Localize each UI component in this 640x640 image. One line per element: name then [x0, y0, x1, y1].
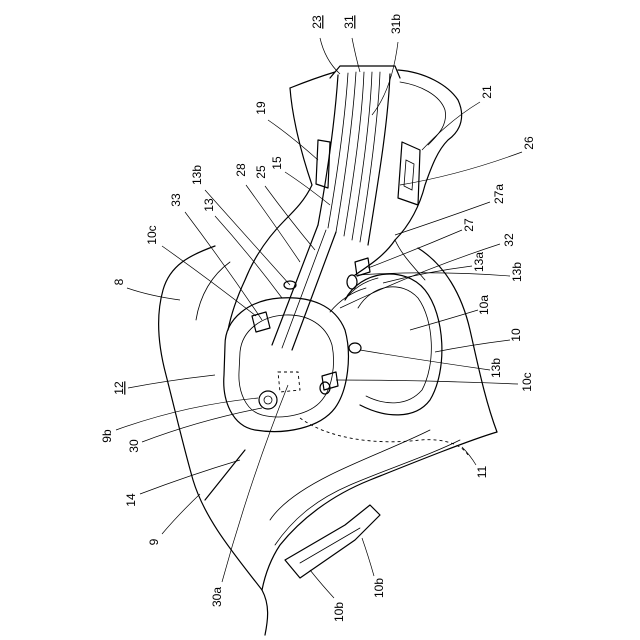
strip-10b [285, 505, 380, 578]
ref-numeral-10c: 10c [145, 225, 159, 244]
ref-numeral-10b: 10b [332, 602, 346, 622]
ref-numeral-31: 31 [342, 15, 356, 29]
leader-line-15 [285, 172, 330, 205]
leader-line-13b-c [360, 350, 490, 370]
ref-numeral-14: 14 [124, 493, 138, 507]
leader-line-31b [372, 42, 398, 115]
pivot-housing [224, 298, 349, 432]
pads-10c [252, 312, 338, 390]
ref-numeral-30: 30 [127, 439, 141, 453]
ref-numeral-13a: 13a [472, 252, 486, 272]
leader-line-10c-b [336, 380, 518, 384]
ref-numeral-8: 8 [112, 278, 126, 285]
ref-numeral-27: 27 [462, 218, 476, 232]
ref-numeral-10b: 10b [372, 578, 386, 598]
ref-numeral-10: 10 [509, 328, 523, 342]
ref-numeral-9: 9 [147, 538, 161, 545]
ref-numeral-19: 19 [254, 101, 268, 115]
ref-numeral-9b: 9b [100, 429, 114, 443]
leader-line-12 [128, 375, 215, 388]
ref-numeral-23: 23 [310, 15, 324, 29]
ref-numeral-12: 12 [112, 381, 126, 395]
leader-line-10c-a [162, 246, 256, 316]
ref-numeral-13b: 13b [510, 262, 524, 282]
ref-numeral-11: 11 [475, 465, 489, 478]
leader-line-33 [185, 212, 262, 320]
leader-line-26 [400, 152, 522, 185]
sole-lines [205, 430, 497, 590]
leader-line-30 [142, 408, 262, 442]
outer-body-outline [159, 246, 497, 635]
dashed-contour-11 [300, 418, 468, 455]
leader-line-13b-a [205, 190, 290, 285]
ref-numeral-10a: 10a [477, 295, 491, 315]
leader-line-10b-a [362, 538, 374, 576]
ref-numeral-13b: 13b [489, 358, 503, 378]
ref-numeral-25: 25 [254, 165, 268, 179]
leader-line-31 [352, 38, 360, 72]
ref-numeral-30a: 30a [210, 587, 224, 607]
reference-numerals: 23 31 31b 21 19 26 15 13b 28 25 27a 33 1… [100, 14, 536, 622]
leader-line-10b-b [310, 570, 334, 598]
leader-line-9 [162, 494, 200, 534]
leader-line-19 [268, 120, 318, 160]
parts-27 [330, 258, 378, 312]
ref-numeral-10c: 10c [520, 372, 534, 391]
pivot-hole [259, 391, 277, 409]
ref-numeral-13: 13 [202, 198, 216, 212]
ref-numeral-28: 28 [234, 163, 248, 177]
leader-line-23 [320, 38, 340, 74]
plate-21 [398, 142, 420, 205]
ref-numeral-21: 21 [480, 85, 494, 99]
ref-numeral-15: 15 [270, 156, 284, 170]
ref-numeral-27a: 27a [492, 184, 506, 204]
leader-line-14 [140, 460, 240, 494]
ref-numeral-31b: 31b [389, 14, 403, 34]
ref-numeral-33: 33 [169, 193, 183, 207]
leader-line-8 [127, 288, 180, 300]
ref-numeral-32: 32 [502, 233, 516, 247]
leader-line-13 [215, 216, 282, 298]
leader-line-9b [116, 398, 258, 430]
ref-numeral-26: 26 [522, 136, 536, 150]
leader-line-25 [265, 186, 315, 250]
ref-numeral-13b: 13b [190, 165, 204, 185]
